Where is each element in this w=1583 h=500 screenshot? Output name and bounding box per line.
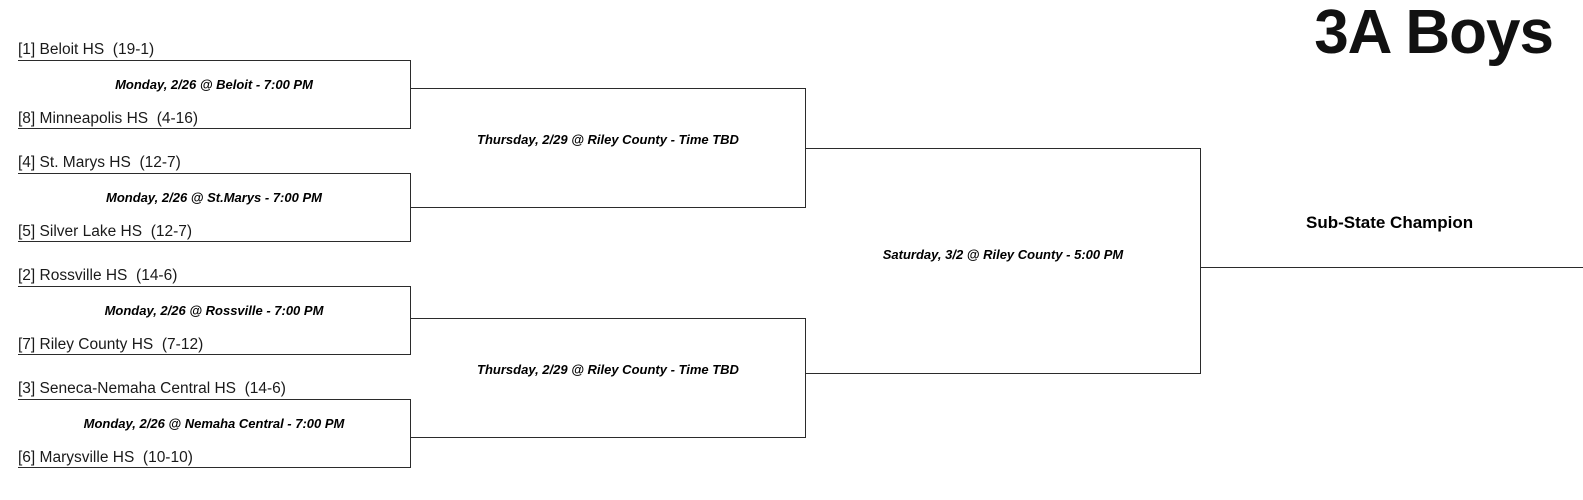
game-label: Monday, 2/26 @ Rossville - 7:00 PM — [104, 303, 324, 318]
team-seed: [6] — [18, 449, 36, 466]
game-label: Thursday, 2/29 @ Riley County - Time TBD — [477, 132, 739, 147]
team-entry[interactable]: [6] Marysville HS (10-10) — [18, 449, 193, 466]
team-underline — [18, 241, 410, 242]
team-record: (4-16) — [156, 110, 199, 127]
team-school: Silver Lake HS — [39, 223, 143, 240]
team-seed: [8] — [18, 110, 36, 127]
team-school: St. Marys HS — [39, 154, 131, 171]
team-record: (12-7) — [150, 223, 193, 240]
team-record: (19-1) — [112, 41, 155, 58]
semifinal-top-line — [410, 318, 806, 319]
semifinal-connector — [805, 318, 806, 438]
champion-line — [1200, 267, 1583, 268]
team-record: (14-6) — [136, 267, 178, 284]
team-entry[interactable]: [4] St. Marys HS (12-7) — [18, 154, 181, 171]
team-entry[interactable]: [1] Beloit HS (19-1) — [18, 41, 154, 58]
team-entry[interactable]: [5] Silver Lake HS (12-7) — [18, 223, 192, 240]
team-school: Marysville HS — [39, 449, 135, 466]
team-underline — [18, 286, 410, 287]
team-entry[interactable]: [3] Seneca-Nemaha Central HS (14-6) — [18, 380, 286, 397]
final-top-line — [805, 148, 1201, 149]
team-seed: [4] — [18, 154, 36, 171]
game-label: Monday, 2/26 @ Nemaha Central - 7:00 PM — [83, 416, 345, 431]
team-entry[interactable]: [7] Riley County HS (7-12) — [18, 336, 203, 353]
team-record: (14-6) — [244, 380, 286, 397]
matchup-connector — [410, 399, 411, 468]
team-seed: [7] — [18, 336, 36, 353]
champion-label: Sub-State Champion — [1306, 213, 1474, 232]
page-title: 3A Boys — [1314, 0, 1554, 67]
team-underline — [18, 354, 410, 355]
semifinal-bottom-line — [410, 437, 806, 438]
team-school: Seneca-Nemaha Central HS — [39, 380, 236, 397]
final-connector — [1200, 148, 1201, 374]
matchup-connector — [410, 286, 411, 355]
team-record: (7-12) — [161, 336, 204, 353]
team-seed: [1] — [18, 41, 36, 58]
team-school: Rossville HS — [39, 267, 128, 284]
final-bottom-line — [805, 373, 1201, 374]
semifinal-top-line — [410, 88, 806, 89]
game-label: Monday, 2/26 @ Beloit - 7:00 PM — [115, 77, 313, 92]
team-record: (10-10) — [142, 449, 193, 466]
game-label: Thursday, 2/29 @ Riley County - Time TBD — [477, 362, 739, 377]
team-underline — [18, 128, 410, 129]
game-label: Monday, 2/26 @ St.Marys - 7:00 PM — [106, 190, 322, 205]
matchup-connector — [410, 60, 411, 129]
team-seed: [3] — [18, 380, 36, 397]
team-school: Minneapolis HS — [39, 110, 149, 127]
semifinal-bottom-line — [410, 207, 806, 208]
game-label: Saturday, 3/2 @ Riley County - 5:00 PM — [882, 247, 1124, 262]
team-record: (12-7) — [139, 154, 181, 171]
team-entry[interactable]: [2] Rossville HS (14-6) — [18, 267, 177, 284]
team-seed: [5] — [18, 223, 36, 240]
team-underline — [18, 60, 410, 61]
team-underline — [18, 399, 410, 400]
team-school: Beloit HS — [39, 41, 105, 58]
team-seed: [2] — [18, 267, 36, 284]
team-entry[interactable]: [8] Minneapolis HS (4-16) — [18, 110, 198, 127]
team-school: Riley County HS — [39, 336, 154, 353]
team-underline — [18, 467, 410, 468]
team-underline — [18, 173, 410, 174]
